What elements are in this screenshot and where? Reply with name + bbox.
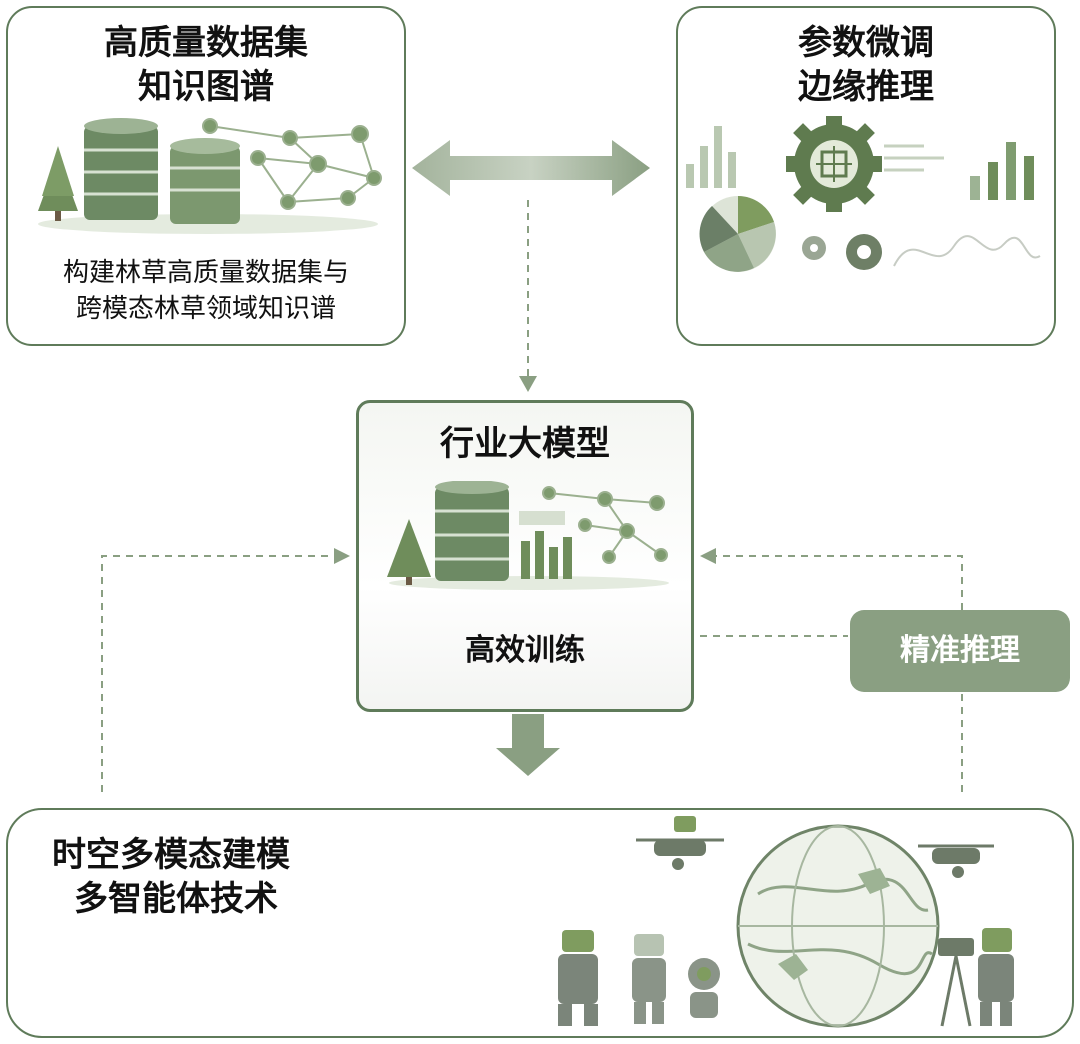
finetune-box-title-2: 边缘推理 bbox=[798, 67, 934, 107]
finetune-box-title-1: 参数微调 bbox=[798, 23, 934, 63]
finetune-edge-box: 参数微调 边缘推理 bbox=[676, 6, 1056, 346]
knowledge-graph-icon bbox=[542, 486, 668, 564]
data-box-desc-1: 构建林草高质量数据集与 bbox=[62, 258, 349, 288]
robot-icon-1 bbox=[558, 930, 598, 1026]
tuning-illustration bbox=[686, 116, 1041, 272]
drone-icon-right bbox=[918, 844, 994, 878]
bottom-title-2: 多智能体技术 bbox=[74, 879, 278, 919]
tree-icon bbox=[38, 146, 78, 221]
database-graph-illustration bbox=[38, 118, 382, 234]
speed-lines-icon bbox=[884, 144, 944, 172]
bar-chart-icon bbox=[686, 126, 736, 188]
double-arrow bbox=[412, 140, 650, 196]
bottom-title-1: 时空多模态建模 bbox=[52, 835, 290, 875]
precise-reasoning-button[interactable]: 精准推理 bbox=[850, 610, 1070, 692]
data-box-desc-2: 跨模态林草领域知识谱 bbox=[75, 294, 336, 324]
pie-chart-icon bbox=[699, 196, 776, 272]
down-arrow bbox=[496, 714, 560, 776]
dashed-connector-left bbox=[101, 555, 334, 792]
industry-model-box: 行业大模型 高效训练 bbox=[356, 400, 694, 712]
efficient-training-label: 高效训练 bbox=[465, 633, 585, 668]
robot-icon-3 bbox=[688, 958, 720, 1018]
data-box-title-1: 高质量数据集 bbox=[104, 23, 308, 63]
mini-bar-chart-icon bbox=[519, 511, 572, 579]
dashed-connector-right bbox=[716, 555, 963, 792]
scribble-icon bbox=[893, 235, 1041, 267]
industry-model-title: 行业大模型 bbox=[440, 424, 610, 464]
camera-tripod-icon bbox=[938, 938, 974, 1027]
growth-bars-icon bbox=[970, 142, 1034, 200]
data-knowledge-box: 高质量数据集 知识图谱 构建林 bbox=[6, 6, 406, 346]
robot-icon-2 bbox=[632, 934, 666, 1024]
globe-icon bbox=[736, 824, 940, 1028]
robot-icon-4 bbox=[978, 928, 1014, 1026]
database-icon bbox=[435, 481, 509, 581]
gear-icon bbox=[786, 116, 882, 212]
knowledge-graph-icon bbox=[202, 118, 382, 210]
drone-icon-left bbox=[636, 816, 724, 870]
database-icon bbox=[84, 118, 240, 224]
tree-icon bbox=[387, 519, 431, 585]
small-gear-icon bbox=[802, 234, 882, 270]
spatiotemporal-multiagent-box: 时空多模态建模 多智能体技术 bbox=[6, 808, 1074, 1038]
robots-globe-illustration bbox=[558, 816, 1014, 1028]
model-illustration bbox=[387, 481, 669, 590]
data-box-title-2: 知识图谱 bbox=[138, 67, 274, 107]
